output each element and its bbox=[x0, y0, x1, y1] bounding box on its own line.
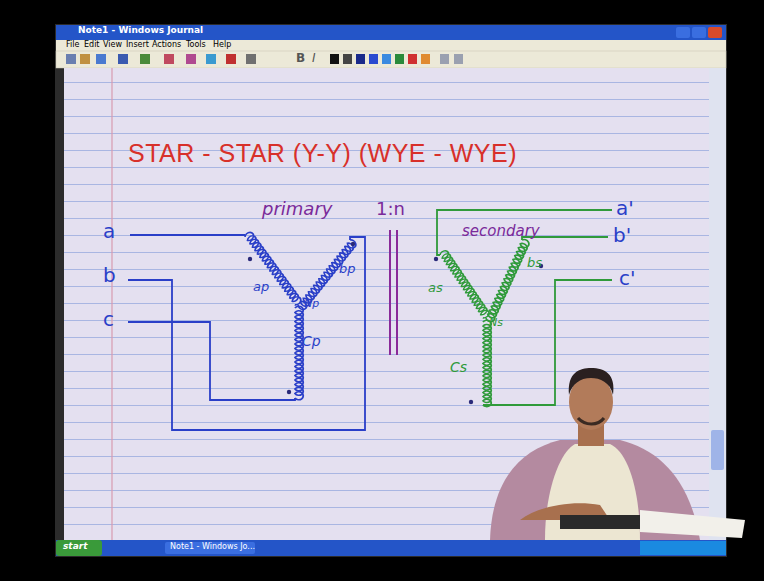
menu-item: Edit bbox=[84, 41, 100, 50]
toolbar-button: B bbox=[296, 52, 305, 65]
toolbar-button: I bbox=[312, 52, 316, 65]
wire-a bbox=[130, 234, 245, 236]
winding-heading: secondary bbox=[462, 223, 540, 240]
system-tray bbox=[640, 541, 726, 555]
start-label: start bbox=[63, 542, 87, 552]
winding-label: ap bbox=[253, 280, 269, 294]
close-button bbox=[708, 27, 722, 38]
polarity-dots bbox=[248, 242, 543, 404]
start-button bbox=[56, 540, 102, 556]
title-bar bbox=[56, 25, 726, 40]
winding-label: Cp bbox=[302, 334, 321, 349]
monitor-screen bbox=[55, 24, 727, 557]
turns-ratio: 1:n bbox=[376, 199, 405, 219]
primary-windings bbox=[128, 231, 365, 430]
terminal-label: a' bbox=[616, 197, 634, 219]
scrollbar bbox=[709, 68, 726, 540]
coil-cs bbox=[483, 320, 491, 406]
color-swatches bbox=[330, 54, 463, 64]
lecturer bbox=[490, 368, 745, 540]
journal-page bbox=[64, 68, 709, 540]
diagram-title: STAR - STAR (Y-Y) (WYE - WYE) bbox=[128, 140, 517, 168]
coil-as bbox=[439, 249, 490, 319]
winding-label: bs bbox=[527, 256, 542, 270]
taskbar-label: Note1 - Windows Jo... bbox=[170, 543, 255, 552]
taskbar bbox=[56, 540, 726, 556]
menu-bar bbox=[56, 40, 726, 51]
min-button bbox=[676, 27, 690, 38]
menu-item: Tools bbox=[186, 41, 206, 50]
terminal-label: b' bbox=[613, 224, 631, 246]
moustache bbox=[578, 418, 604, 424]
neutral-label: Np bbox=[304, 298, 319, 310]
coil-bp bbox=[297, 239, 357, 312]
coil-bs bbox=[485, 238, 530, 323]
coil-cp bbox=[295, 306, 303, 400]
coil-ap bbox=[244, 231, 302, 306]
terminal-label: b bbox=[103, 264, 116, 286]
terminal-label: c bbox=[103, 308, 114, 330]
wire-c bbox=[128, 322, 295, 400]
papers bbox=[640, 510, 745, 538]
menu-item: Insert bbox=[126, 41, 149, 50]
menu-item: Actions bbox=[152, 41, 181, 50]
terminal-label: a bbox=[103, 220, 115, 242]
winding-label: as bbox=[428, 281, 443, 295]
toolbar bbox=[56, 51, 726, 68]
neutral-label: Ns bbox=[489, 317, 503, 329]
max-button bbox=[692, 27, 706, 38]
winding-label: Cs bbox=[450, 360, 467, 375]
menu-item: View bbox=[103, 41, 122, 50]
menu-item: File bbox=[66, 41, 79, 50]
terminal-label: c' bbox=[619, 267, 636, 289]
window-title: Note1 - Windows Journal bbox=[78, 26, 203, 36]
ruled-lines bbox=[64, 68, 709, 540]
toolbar-icons bbox=[66, 54, 256, 64]
winding-heading: primary bbox=[262, 199, 332, 219]
margin-line bbox=[111, 68, 112, 540]
hair bbox=[569, 368, 614, 395]
transformer-core bbox=[390, 230, 397, 355]
taskbar-button bbox=[165, 542, 255, 554]
scroll-thumb bbox=[711, 430, 724, 470]
winding-label: bp bbox=[339, 262, 356, 276]
wire-b bbox=[128, 237, 365, 430]
menu-item: Help bbox=[213, 41, 231, 50]
